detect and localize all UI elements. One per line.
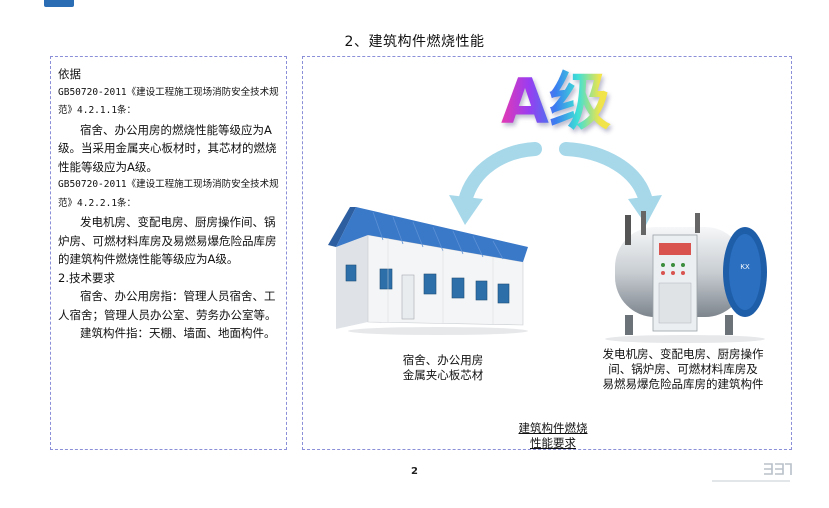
tech-requirements-heading: 2.技术要求: [58, 270, 115, 285]
standard-citation-2: GB50720-2011《建设工程施工现场消防安全技术规范》4.2.2.1条：: [58, 179, 279, 209]
page-title: 2、建筑构件燃烧性能: [344, 34, 485, 50]
caption-line: 宿舍、办公用房: [402, 353, 484, 367]
boiler-brand-label: KX: [740, 264, 750, 271]
combustion-requirement-link[interactable]: 建筑构件燃烧 性能要求: [498, 421, 608, 451]
caption-line: 发电机房、变配电房、厨房操作: [602, 347, 764, 361]
prefab-building-image: [328, 207, 528, 335]
building-component-definition: 建筑构件指：天棚、墙面、地面构件。: [80, 326, 276, 340]
dorm-office-caption: 宿舍、办公用房 金属夹心板芯材: [363, 353, 523, 383]
arrow-right-icon: [559, 142, 662, 225]
caption-line: 金属夹心板芯材: [402, 368, 484, 382]
link-line[interactable]: 性能要求: [530, 436, 576, 450]
arrow-left-icon: [449, 142, 542, 225]
special-rooms-caption: 发电机房、变配电房、厨房操作 间、锅炉房、可燃材料库房及 易燃易爆危险品库房的建…: [583, 347, 783, 392]
basis-text: 依据 GB50720-2011《建设工程施工现场消防安全技术规范》4.2.1.1…: [58, 65, 279, 343]
clause-text-1: 宿舍、办公用房的燃烧性能等级应为A级。当采用金属夹心板材时，其芯材的燃烧性能等级…: [58, 122, 277, 174]
footer-decoration-icon: [712, 463, 792, 482]
standard-citation-1: GB50720-2011《建设工程施工现场消防安全技术规范》4.2.1.1条：: [58, 86, 279, 117]
illustration-panel: A级: [302, 56, 792, 450]
page-number: 2: [411, 466, 418, 477]
clause-text-2: 发电机房、变配电房、厨房操作间、锅炉房、可燃材料库房及易燃易爆危险品库房的建筑构…: [58, 215, 277, 266]
basis-heading: 依据: [58, 67, 81, 81]
caption-line: 易燃易爆危险品库房的建筑构件: [602, 377, 764, 391]
a-grade-wordart: A级: [501, 62, 611, 142]
corner-mark: [44, 0, 74, 7]
caption-line: 间、锅炉房、可燃材料库房及: [608, 362, 758, 376]
basis-panel: 依据 GB50720-2011《建设工程施工现场消防安全技术规范》4.2.1.1…: [50, 56, 287, 450]
dorm-office-definition: 宿舍、办公用房指：管理人员宿舍、工人宿舍；管理人员办公室、劳务办公室等。: [58, 289, 277, 322]
link-line[interactable]: 建筑构件燃烧: [518, 421, 588, 435]
boiler-image: KX: [605, 211, 767, 343]
